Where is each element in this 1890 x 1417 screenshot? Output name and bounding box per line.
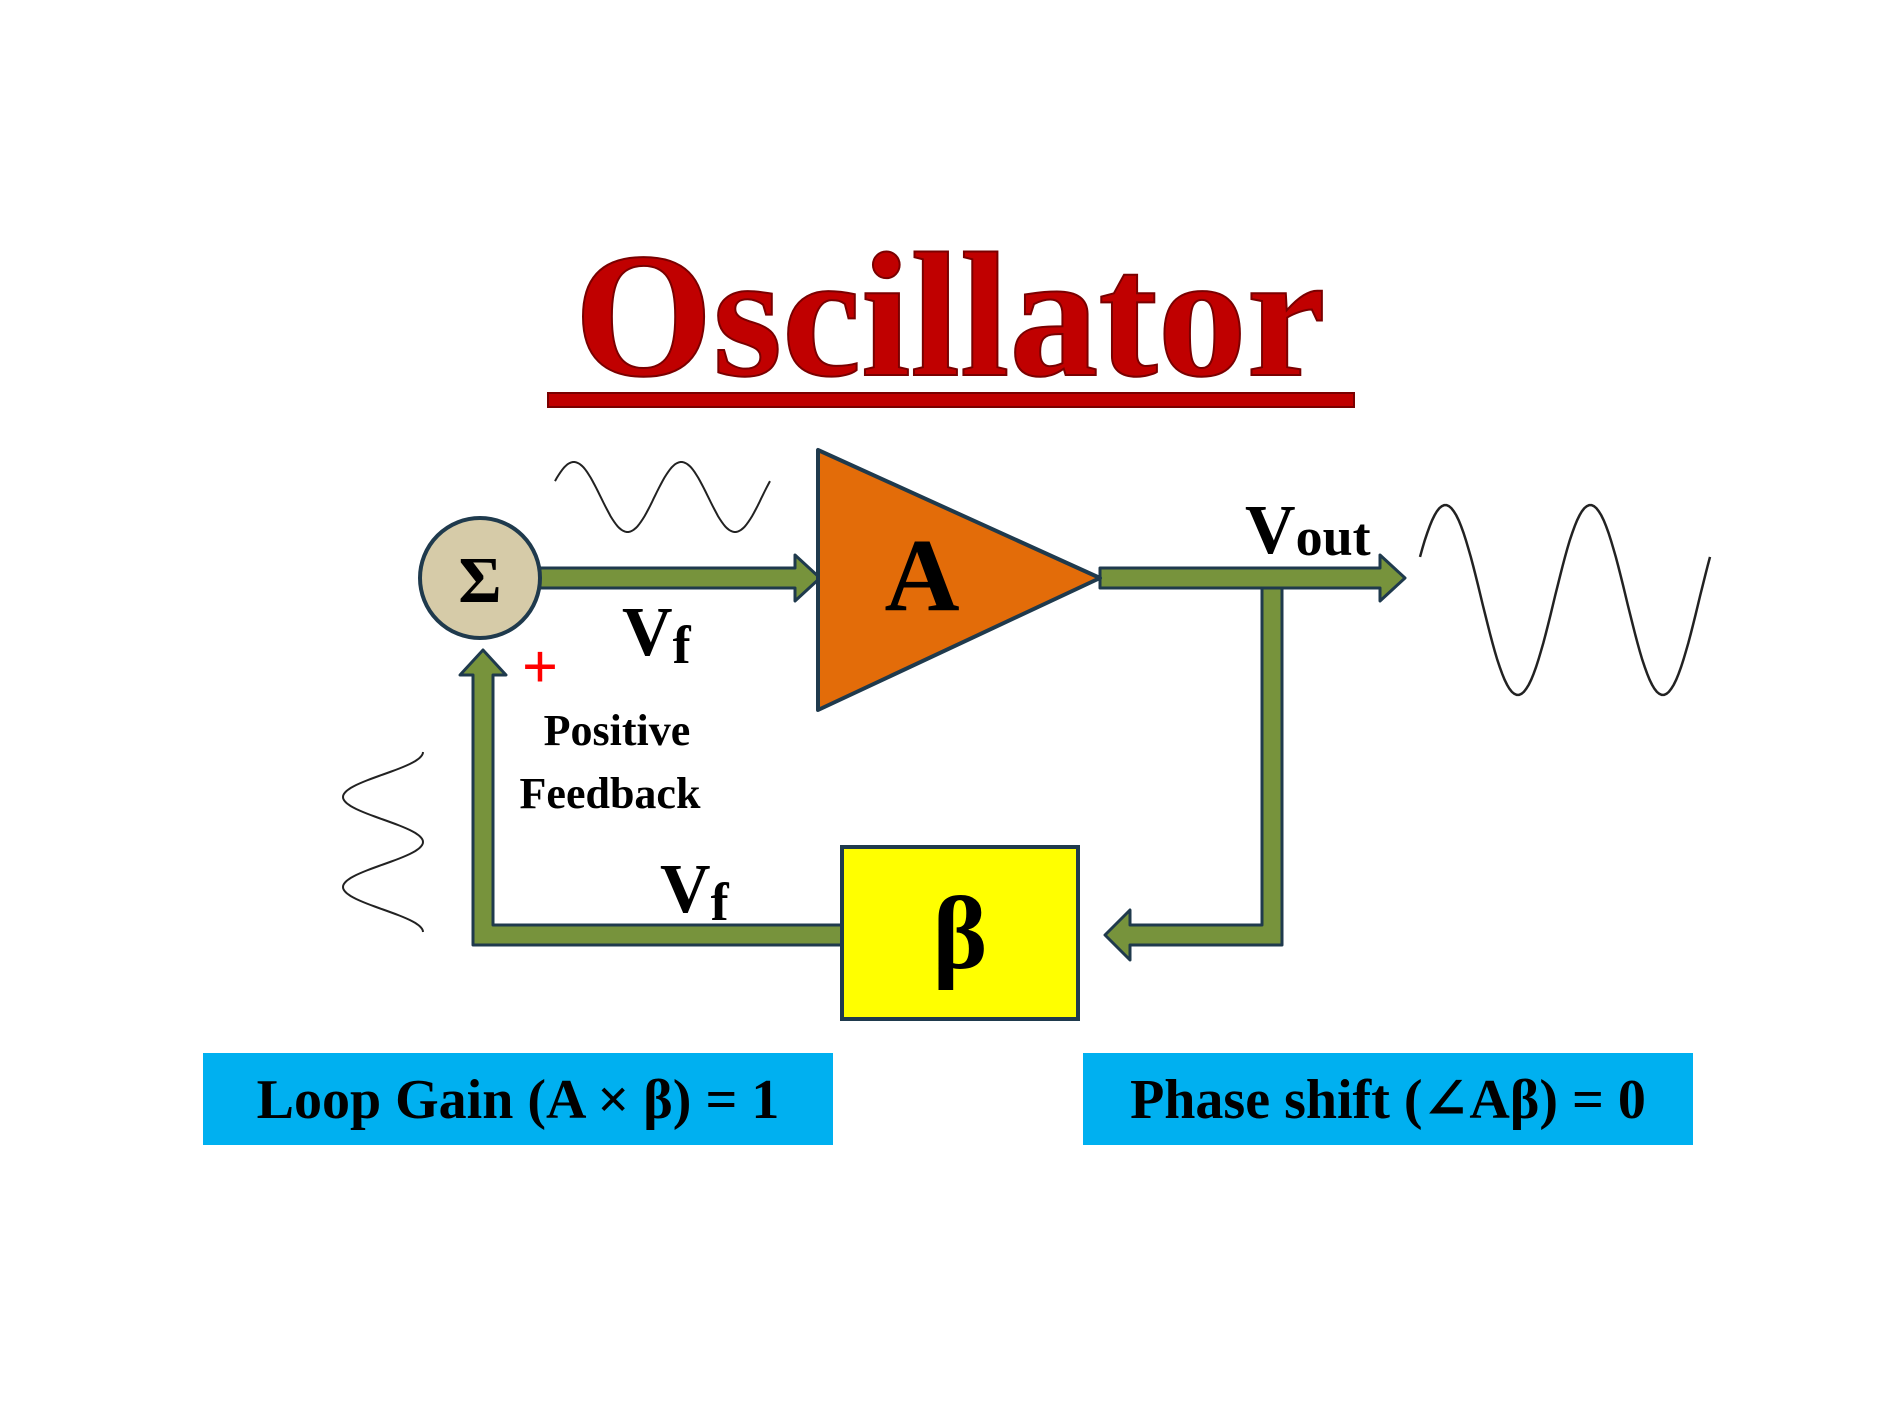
feedback-note-line2: Feedback xyxy=(520,769,701,818)
page-title: Oscillator xyxy=(574,216,1325,414)
loop-gain-box xyxy=(203,1053,833,1145)
sigma-junction-icon xyxy=(418,516,542,640)
amplifier-label: A xyxy=(884,518,959,633)
phase-shift-box xyxy=(1083,1053,1693,1145)
forward-arrow xyxy=(538,553,822,603)
plus-sign: + xyxy=(522,631,558,702)
phase-shift-text: Phase shift (∠Aβ) = 0 xyxy=(1130,1069,1646,1131)
small-sine-wave-icon xyxy=(554,461,771,533)
vertical-sine-wave-icon xyxy=(341,751,425,933)
beta-block xyxy=(840,845,1080,1021)
summer-symbol: Σ xyxy=(458,544,501,617)
feedback-signal-label: Vf xyxy=(660,851,730,932)
output-signal-label: Vout xyxy=(1245,492,1371,569)
forward-signal-sub: f xyxy=(673,615,692,675)
large-sine-wave-icon xyxy=(1418,503,1712,697)
loop-gain-text: Loop Gain (A × β) = 1 xyxy=(257,1069,780,1131)
title-underline xyxy=(547,392,1355,408)
feedback-return-arrow xyxy=(458,648,844,947)
forward-signal-main: V xyxy=(622,594,673,671)
output-signal-main: V xyxy=(1245,492,1296,569)
feedback-signal-main: V xyxy=(660,851,711,928)
output-arrow xyxy=(1098,553,1407,603)
beta-label: β xyxy=(933,876,988,991)
feedback-note-line1: Positive xyxy=(544,706,691,755)
output-signal-sub: out xyxy=(1296,507,1371,567)
feedback-signal-sub: f xyxy=(711,872,730,932)
forward-signal-label: Vf xyxy=(622,594,692,675)
feedback-tap-arrow xyxy=(1103,586,1284,962)
amplifier-block xyxy=(816,448,1102,712)
